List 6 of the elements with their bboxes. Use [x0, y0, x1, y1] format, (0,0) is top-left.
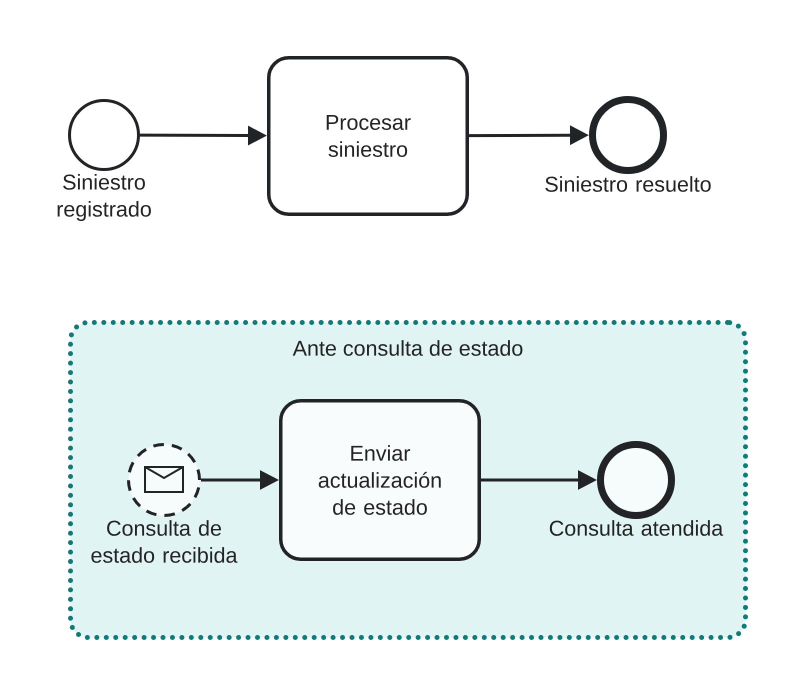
event-label: Siniestro resuelto	[545, 176, 711, 192]
event-label: Consulta atendida	[550, 520, 724, 536]
event-label: Siniestro registrado	[58, 174, 151, 222]
task-box: Enviar actualización de estado	[279, 399, 481, 561]
event-label: Consulta de estado recibida	[91, 520, 238, 563]
task-box: Procesar siniestro	[267, 56, 469, 216]
